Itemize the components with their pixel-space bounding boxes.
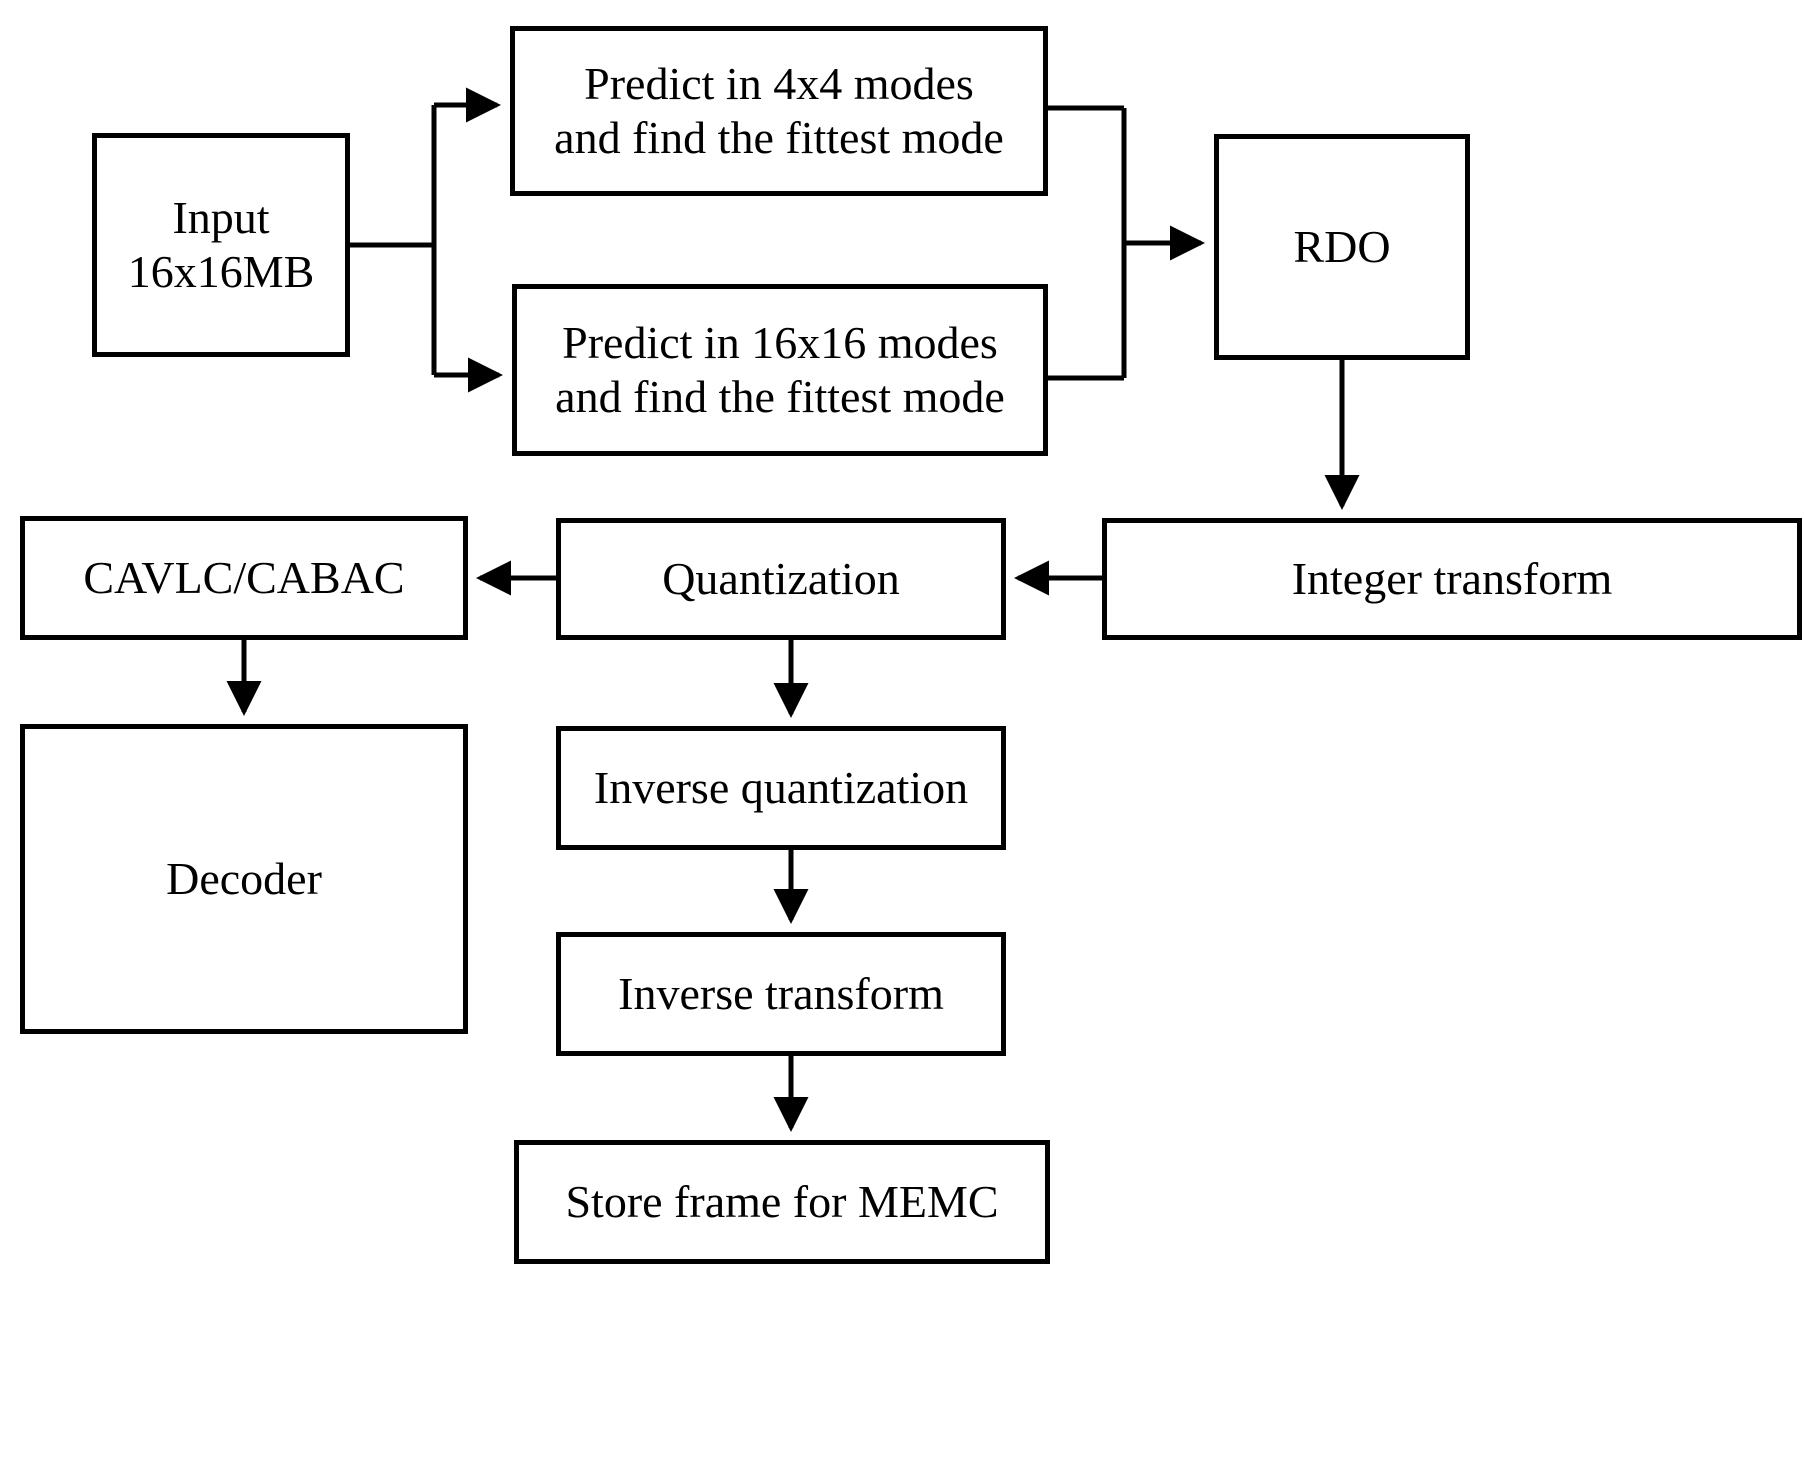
node-store-frame-for-memc[interactable]: Store frame for MEMC — [514, 1140, 1050, 1264]
node-quantization[interactable]: Quantization — [556, 518, 1006, 640]
node-quantization-label: Quantization — [662, 552, 900, 604]
node-decoder-label: Decoder — [166, 852, 322, 904]
node-input-label: Input 16x16MB — [127, 191, 315, 297]
node-predict-4x4-modes[interactable]: Predict in 4x4 modes and find the fittes… — [510, 26, 1048, 196]
node-rdo-label: RDO — [1293, 220, 1391, 272]
node-integer-transform-label: Integer transform — [1291, 552, 1613, 604]
node-decoder[interactable]: Decoder — [20, 724, 468, 1034]
node-predict-16x16-modes[interactable]: Predict in 16x16 modes and find the fitt… — [512, 284, 1048, 456]
node-predict-16x16-label: Predict in 16x16 modes and find the fitt… — [555, 316, 1005, 422]
node-inverse-quantization[interactable]: Inverse quantization — [556, 726, 1006, 850]
node-rdo[interactable]: RDO — [1214, 134, 1470, 360]
node-integer-transform[interactable]: Integer transform — [1102, 518, 1802, 640]
node-cavlc-cabac-label: CAVLC/CABAC — [83, 551, 405, 603]
node-input-16x16mb[interactable]: Input 16x16MB — [92, 133, 350, 357]
node-store-frame-label: Store frame for MEMC — [565, 1175, 999, 1227]
node-cavlc-cabac[interactable]: CAVLC/CABAC — [20, 516, 468, 640]
node-predict-4x4-label: Predict in 4x4 modes and find the fittes… — [554, 57, 1004, 163]
node-inverse-transform[interactable]: Inverse transform — [556, 932, 1006, 1056]
node-inverse-transform-label: Inverse transform — [618, 967, 944, 1019]
node-inverse-quantization-label: Inverse quantization — [593, 761, 969, 813]
